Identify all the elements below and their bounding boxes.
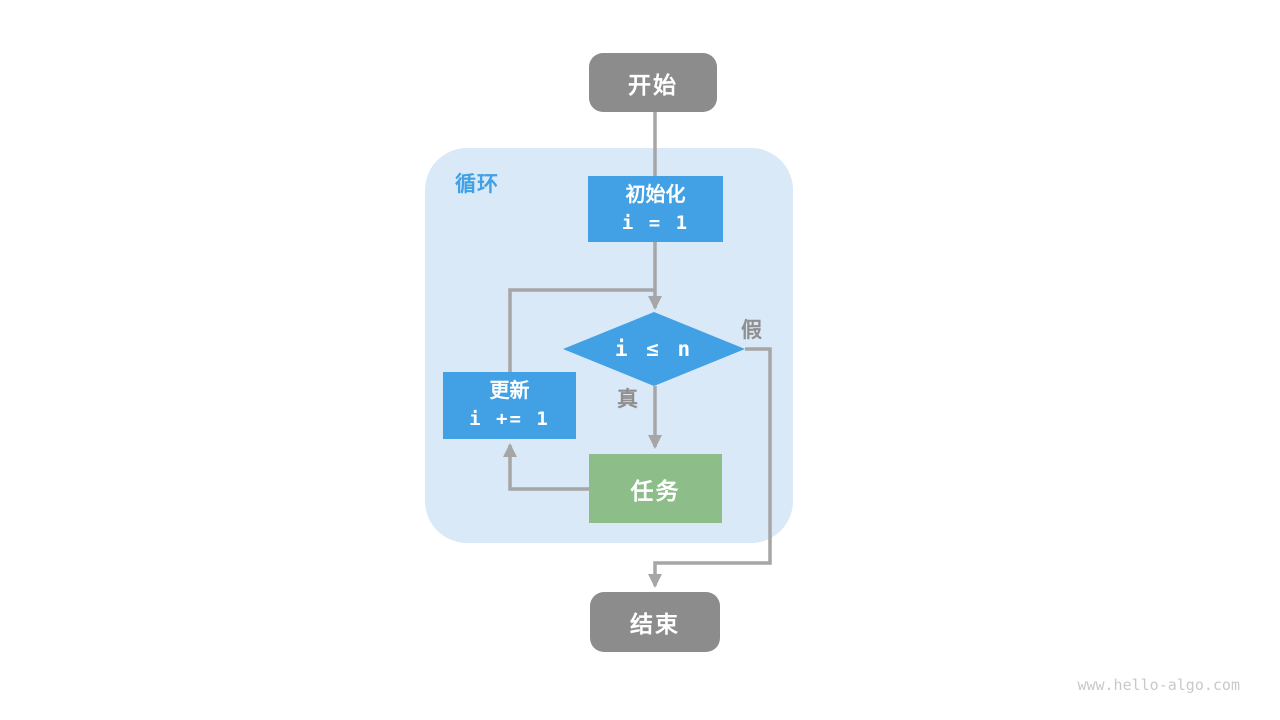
node-start-label: 开始 [628, 71, 678, 98]
node-start: 开始 [589, 53, 717, 112]
loop-region-label: 循环 [455, 173, 499, 196]
node-end-label: 结束 [630, 611, 680, 637]
node-init-title: 初始化 [625, 183, 686, 206]
node-update-title: 更新 [489, 380, 530, 403]
node-update-code: i += 1 [469, 408, 550, 431]
node-init-code: i = 1 [621, 211, 690, 234]
edge-label-false: 假 [741, 319, 762, 342]
node-init: 初始化 i = 1 [588, 176, 723, 242]
node-update: 更新 i += 1 [443, 372, 576, 439]
node-condition-label: i ≤ n [614, 337, 694, 361]
node-task-label: 任务 [630, 477, 681, 504]
node-task: 任务 [589, 454, 722, 523]
node-end: 结束 [590, 592, 720, 652]
edge-label-true: 真 [617, 388, 638, 411]
watermark: www.hello-algo.com [1077, 676, 1240, 694]
